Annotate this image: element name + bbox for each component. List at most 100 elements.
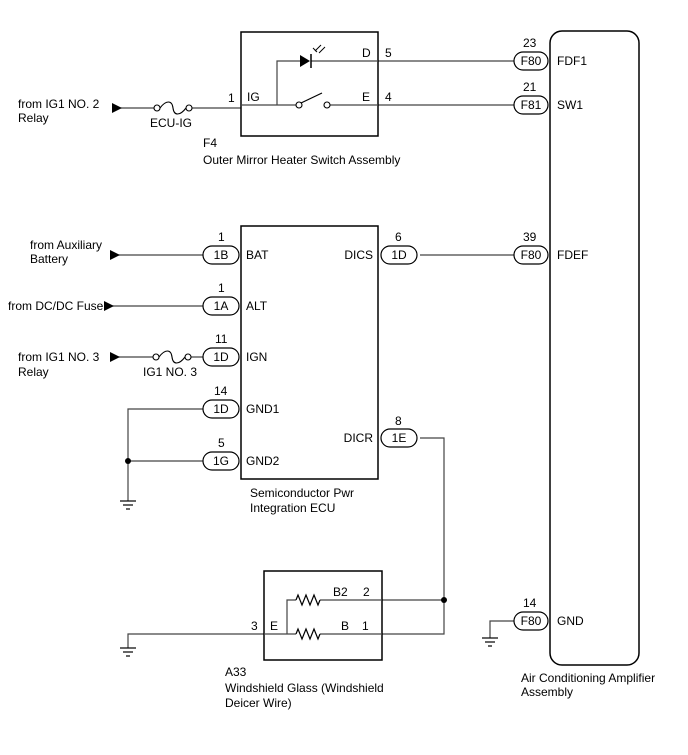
ecu-pin-dicr-label: DICR <box>344 431 374 445</box>
fuse-ig1-no3-label: IG1 NO. 3 <box>143 365 197 379</box>
source-ig1-no2-line2: Relay <box>18 111 49 125</box>
switch-contact-icon <box>295 92 331 109</box>
windshield-name-line1: Windshield Glass (Windshield <box>225 681 384 695</box>
switch-pin-ig-label: IG <box>247 90 260 104</box>
resistor-icon <box>295 627 321 641</box>
wire-amp-gnd <box>489 620 514 638</box>
amp-connector-gnd <box>513 611 549 631</box>
ecu-connector-gnd1-label: 1D <box>213 402 229 416</box>
ecu-connector-alt <box>202 296 240 316</box>
ecu-pin-gnd2-number: 5 <box>218 436 225 450</box>
source-aux-line2: Battery <box>30 252 68 266</box>
resistor-icon <box>295 593 321 607</box>
fuse-ecu-ig-label: ECU-IG <box>150 116 192 130</box>
wire-e-to-ground <box>127 633 264 648</box>
switch-pin-e-number: 4 <box>385 90 392 104</box>
ground-icon <box>120 500 136 510</box>
ecu-connector-dicr-label: 1E <box>392 431 407 445</box>
switch-assembly-box <box>240 31 379 137</box>
ground-icon <box>482 637 498 647</box>
ecu-pin-dicr-number: 8 <box>395 414 402 428</box>
source-ig1-no3-line1: from IG1 NO. 3 <box>18 350 100 364</box>
amp-connector-sw1 <box>513 95 549 115</box>
ecu-pin-gnd1-number: 14 <box>214 384 228 398</box>
fuse-ecu-ig-icon <box>153 101 193 115</box>
ecu-connector-bat-label: 1B <box>214 248 229 262</box>
ecu-pin-ign-number: 11 <box>215 332 228 346</box>
amplifier-box <box>549 30 640 666</box>
ecu-pin-alt-label: ALT <box>246 299 268 313</box>
switch-internal-circuit <box>241 60 378 106</box>
ecu-pin-dics-label: DICS <box>344 248 373 262</box>
amp-pin-fdef-number: 39 <box>523 230 537 244</box>
source-ig1-no3-line2: Relay <box>18 365 49 379</box>
windshield-pin-b-label: B <box>341 619 349 633</box>
ground-icon <box>120 647 136 657</box>
ecu-pin-bat-label: BAT <box>246 248 269 262</box>
ecu-connector-alt-label: 1A <box>214 299 229 313</box>
windshield-pin-b2-number: 2 <box>363 585 370 599</box>
ecu-pin-gnd2-label: GND2 <box>246 454 280 468</box>
switch-pin-d-number: 5 <box>385 46 392 60</box>
wire-dicr-to-b <box>382 437 445 635</box>
junction-dot <box>125 458 131 464</box>
amplifier-name-line1: Air Conditioning Amplifier <box>521 671 655 685</box>
ecu-pin-ign-label: IGN <box>246 350 267 364</box>
spi-ecu-box <box>240 225 379 480</box>
ecu-connector-ign <box>202 347 240 367</box>
amp-pin-sw1-label: SW1 <box>557 98 583 112</box>
amp-connector-fdef <box>513 245 549 265</box>
spi-ecu-name-line1: Semiconductor Pwr <box>250 486 354 500</box>
ecu-connector-gnd2-label: 1G <box>213 454 229 468</box>
windshield-box <box>263 570 383 661</box>
ecu-connector-bat <box>202 245 240 265</box>
source-ig1-no2-line1: from IG1 NO. 2 <box>18 97 100 111</box>
windshield-pin-e-label: E <box>270 619 278 633</box>
amp-pin-sw1-number: 21 <box>523 80 537 94</box>
amp-connector-fdf1 <box>513 51 549 71</box>
ecu-pin-bat-number: 1 <box>218 230 225 244</box>
amp-pin-fdf1-number: 23 <box>523 36 537 50</box>
arrow-icon <box>104 301 114 311</box>
source-dcdc: from DC/DC Fuse <box>8 299 104 313</box>
amp-connector-sw1-label: F81 <box>521 98 542 112</box>
junction-dot <box>441 597 447 603</box>
ecu-connector-dicr <box>380 428 418 448</box>
ecu-pin-alt-number: 1 <box>218 281 225 295</box>
spi-ecu-name-line2: Integration ECU <box>250 501 335 515</box>
switch-code: F4 <box>203 136 217 150</box>
ecu-connector-dics <box>380 245 418 265</box>
ecu-connector-dics-label: 1D <box>391 248 407 262</box>
input-arrows <box>104 103 122 362</box>
switch-name: Outer Mirror Heater Switch Assembly <box>203 153 400 167</box>
arrow-icon <box>110 352 120 362</box>
amplifier-name-line2: Assembly <box>521 685 573 699</box>
amp-connector-gnd-label: F80 <box>521 614 542 628</box>
ecu-connector-gnd2 <box>202 451 240 471</box>
amp-connector-fdf1-label: F80 <box>521 54 542 68</box>
windshield-pin-b-number: 1 <box>362 619 369 633</box>
switch-pin-d-label: D <box>362 46 371 60</box>
arrow-icon <box>112 103 122 113</box>
ecu-pin-gnd1-label: GND1 <box>246 402 280 416</box>
amp-pin-gnd-number: 14 <box>523 596 537 610</box>
windshield-code: A33 <box>225 665 247 679</box>
fuse-ig1-no3-icon <box>152 350 192 364</box>
amp-pin-fdef-label: FDEF <box>557 248 588 262</box>
switch-pin-e-label: E <box>362 90 370 104</box>
windshield-pin-b2-label: B2 <box>333 585 348 599</box>
windshield-internal-circuit <box>264 599 382 635</box>
amp-pin-gnd-label: GND <box>557 614 584 628</box>
windshield-name-line2: Deicer Wire) <box>225 696 292 710</box>
ecu-connector-gnd1 <box>202 399 240 419</box>
led-icon <box>300 44 326 68</box>
switch-pin-ig-number: 1 <box>228 91 235 105</box>
ecu-connector-ign-label: 1D <box>213 350 229 364</box>
windshield-pin-e-number: 3 <box>251 619 258 633</box>
arrow-icon <box>110 250 120 260</box>
amp-connector-fdef-label: F80 <box>521 248 542 262</box>
source-aux-line1: from Auxiliary <box>30 238 102 252</box>
ecu-pin-dics-number: 6 <box>395 230 402 244</box>
wire-gnd1 <box>127 408 203 501</box>
